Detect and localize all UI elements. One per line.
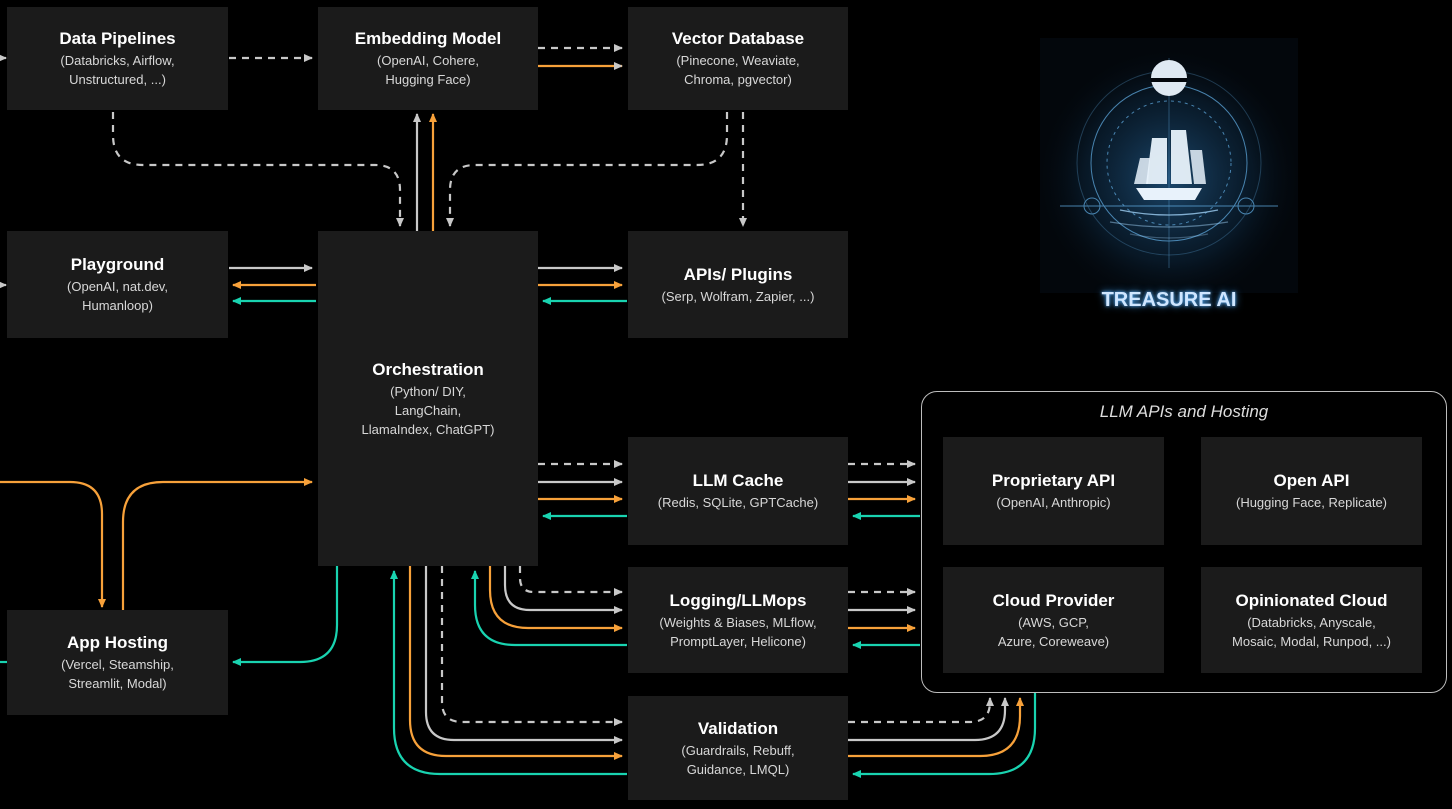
app-hosting-title: App Hosting — [66, 633, 169, 652]
open-api-subtitle: (Hugging Face, Replicate) — [1235, 495, 1388, 510]
validation-box[interactable]: Validation (Guardrails, Rebuff, Guidance… — [628, 696, 848, 800]
data-pipelines-title: Data Pipelines — [59, 29, 176, 48]
opinionated-cloud-box[interactable]: Opinionated Cloud (Databricks, Anyscale,… — [1201, 567, 1422, 673]
data-pipelines-box[interactable]: Data Pipelines (Databricks, Airflow, Uns… — [7, 7, 228, 110]
arrow-logging-orch-teal — [471, 570, 627, 647]
arrow-group-validation-teal — [852, 693, 1037, 778]
opinionated-cloud-subtitle: (Databricks, Anyscale, Mosaic, Modal, Ru… — [1232, 614, 1391, 649]
llm-cache-box[interactable]: LLM Cache (Redis, SQLite, GPTCache) — [628, 437, 848, 545]
open-api-box[interactable]: Open API (Hugging Face, Replicate) — [1201, 437, 1422, 545]
arrow-orch-apphosting-teal — [232, 566, 339, 666]
orchestration-subtitle: (Python/ DIY, LangChain, LlamaIndex, Cha… — [361, 384, 495, 437]
arrow-validation-group-orange — [848, 697, 1024, 758]
validation-subtitle: (Guardrails, Rebuff, Guidance, LMQL) — [681, 742, 795, 777]
arrow-validation-group-gray — [848, 697, 1009, 742]
vector-database-subtitle: (Pinecone, Weaviate, Chroma, pgvector) — [676, 53, 800, 87]
arrow-apphosting-orch-orange — [121, 478, 313, 610]
logging-llmops-subtitle: (Weights & Biases, MLflow, PromptLayer, … — [659, 614, 817, 649]
llm-cache-title: LLM Cache — [692, 471, 784, 490]
apis-plugins-subtitle: (Serp, Wolfram, Zapier, ...) — [661, 288, 815, 304]
data-pipelines-subtitle: (Databricks, Airflow, Unstructured, ...) — [60, 53, 175, 87]
llm-cache-subtitle: (Redis, SQLite, GPTCache) — [657, 495, 819, 510]
ship-compass-logo-icon — [1040, 38, 1298, 293]
playground-title: Playground — [70, 255, 165, 274]
vector-database-title: Vector Database — [671, 29, 805, 48]
apis-plugins-box[interactable]: APIs/ Plugins (Serp, Wolfram, Zapier, ..… — [628, 231, 848, 338]
orchestration-box[interactable]: Orchestration (Python/ DIY, LangChain, L… — [318, 231, 538, 566]
apis-plugins-title: APIs/ Plugins — [683, 264, 793, 284]
arrow-orch-logging-orange — [488, 566, 623, 632]
arrow-orch-logging-dashed — [518, 566, 623, 596]
cloud-provider-box[interactable]: Cloud Provider (AWS, GCP, Azure, Corewea… — [943, 567, 1164, 673]
llm-apis-hosting-group: LLM APIs and Hosting — [921, 391, 1447, 693]
open-api-title: Open API — [1273, 471, 1350, 490]
arrow-left-apphosting-orange — [0, 480, 106, 608]
arrow-vector-orchestration — [446, 112, 729, 227]
arrow-validation-orch-teal — [390, 570, 627, 776]
app-hosting-subtitle: (Vercel, Steamship, Streamlit, Modal) — [61, 657, 174, 691]
proprietary-api-subtitle: (OpenAI, Anthropic) — [996, 495, 1111, 510]
opinionated-cloud-title: Opinionated Cloud — [1235, 590, 1388, 610]
orchestration-title: Orchestration — [372, 360, 484, 379]
app-hosting-box[interactable]: App Hosting (Vercel, Steamship, Streamli… — [7, 610, 228, 715]
brand-name: TREASURE AI — [1101, 289, 1237, 311]
logging-llmops-title: Logging/LLMops — [669, 590, 807, 610]
arrow-orch-validation-dashed — [440, 566, 623, 726]
embedding-model-title: Embedding Model — [354, 29, 502, 48]
arrow-pipelines-orchestration — [111, 112, 404, 227]
group-label: LLM APIs and Hosting — [1099, 402, 1269, 421]
proprietary-api-box[interactable]: Proprietary API (OpenAI, Anthropic) — [943, 437, 1164, 545]
embedding-model-box[interactable]: Embedding Model (OpenAI, Cohere, Hugging… — [318, 7, 538, 110]
cloud-provider-title: Cloud Provider — [992, 590, 1115, 610]
cloud-provider-subtitle: (AWS, GCP, Azure, Coreweave) — [997, 614, 1110, 649]
playground-subtitle: (OpenAI, nat.dev, Humanloop) — [67, 279, 168, 313]
playground-box[interactable]: Playground (OpenAI, nat.dev, Humanloop) — [7, 231, 228, 338]
proprietary-api-title: Proprietary API — [991, 471, 1116, 490]
validation-title: Validation — [697, 718, 779, 738]
vector-database-box[interactable]: Vector Database (Pinecone, Weaviate, Chr… — [628, 7, 848, 110]
arrow-orch-validation-gray — [424, 566, 623, 744]
arrow-orch-validation-orange — [408, 566, 623, 760]
arrow-orch-logging-gray — [503, 566, 623, 614]
embedding-model-subtitle: (OpenAI, Cohere, Hugging Face) — [377, 53, 479, 87]
arrow-validation-group-dashed — [848, 697, 994, 724]
logging-llmops-box[interactable]: Logging/LLMops (Weights & Biases, MLflow… — [628, 567, 848, 673]
